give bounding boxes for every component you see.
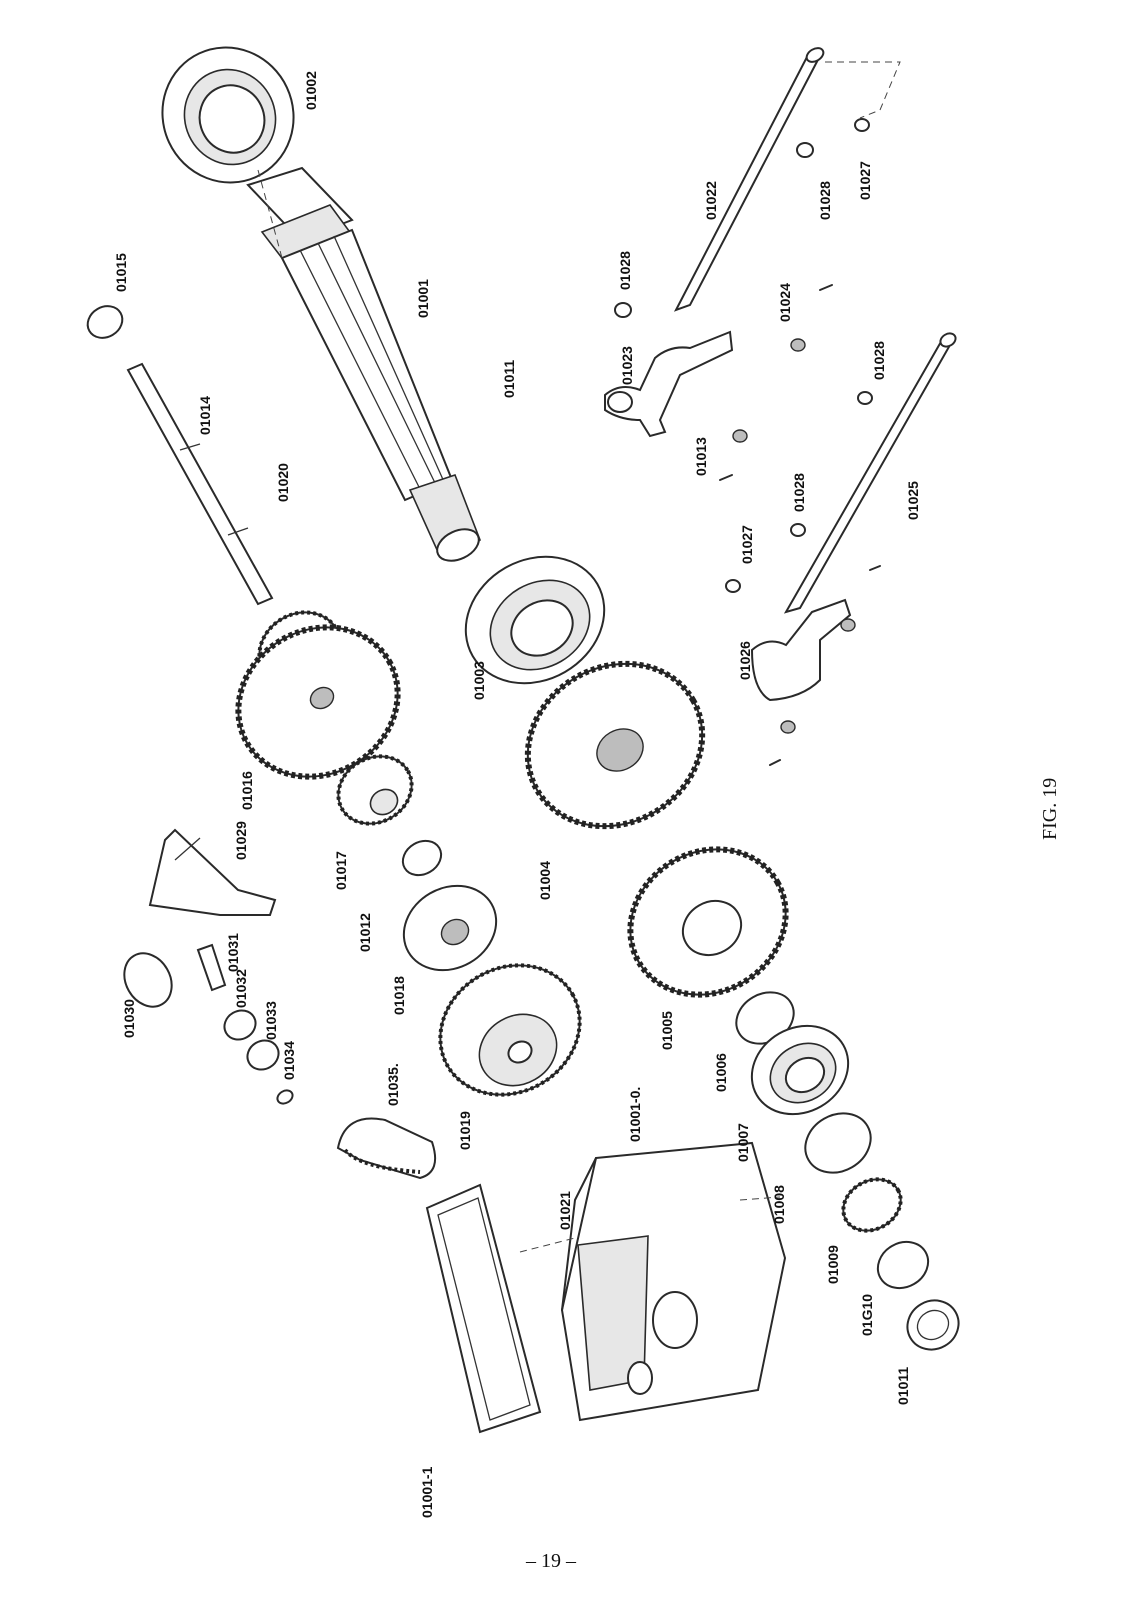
figure-label: FIG. 19 [1039,778,1061,840]
label-01027-a: 01027 [857,161,873,200]
label-01010: 01G10 [859,1294,875,1336]
label-01029: 01029 [233,821,249,860]
bracket-assembly [123,828,294,1105]
label-01006: 01006 [713,1053,729,1092]
gearbox-housing [425,1141,787,1434]
label-01021: 01021 [557,1191,573,1230]
label-01014: 01014 [197,396,213,435]
label-01012: 01012 [357,913,373,952]
label-01013: 01013 [693,437,709,476]
label-01005: 01005 [659,1011,675,1050]
label-01026: 01026 [737,641,753,680]
label-01025: 01025 [905,481,921,520]
label-01028-a: 01028 [617,251,633,290]
label-01028-c: 01028 [871,341,887,380]
belt-01035 [336,1117,436,1180]
label-01033: 01033 [263,1001,279,1040]
label-01003: 01003 [471,661,487,700]
label-01017: 01017 [333,851,349,890]
shift-fork-01023 [604,284,833,481]
label-01011-upper: 01011 [501,360,517,398]
label-01011-lower: 01011 [895,1367,911,1405]
label-01002: 01002 [303,71,319,110]
label-01032: 01032 [233,969,249,1008]
label-01030: 01030 [121,999,137,1038]
gears-01017-01018 [336,754,498,972]
label-01008: 01008 [771,1185,787,1224]
bearing-01003 [464,555,606,685]
label-01024: 01024 [777,283,793,322]
label-01018: 01018 [391,976,407,1015]
label-01028-b: 01028 [817,181,833,220]
label-01001-0: 01001-0. [627,1087,643,1142]
label-01009: 01009 [825,1245,841,1284]
spindle-assembly [161,46,482,562]
countershaft-01014 [86,305,274,606]
gear-01004 [524,660,706,830]
label-01031: 01031 [225,933,241,972]
label-01019: 01019 [457,1111,473,1150]
label-01027-b: 01027 [739,525,755,564]
label-01034: 01034 [281,1041,297,1080]
label-01015: 01015 [113,253,129,292]
lower-spindle-parts [735,991,960,1351]
label-01004: 01004 [537,861,553,900]
shift-rod-01025 [725,332,957,766]
label-01001: 01001 [415,279,431,318]
label-01022: 01022 [703,181,719,220]
label-01001-1: 01001-1 [419,1466,435,1518]
label-01023: 01023 [619,346,635,385]
pulley-01019 [438,963,582,1097]
label-01020: 01020 [275,463,291,502]
label-01016: 01016 [239,771,255,810]
label-01035: 01035. [385,1063,401,1106]
shift-rod-01022 [673,47,901,312]
gear-01005 [627,846,789,998]
part-labels: 01002 01015 01001 01014 01011 01020 0100… [113,71,921,1518]
label-01007: 01007 [735,1123,751,1162]
page-number: – 19 – [525,1550,577,1572]
label-01028-d: 01028 [791,473,807,512]
